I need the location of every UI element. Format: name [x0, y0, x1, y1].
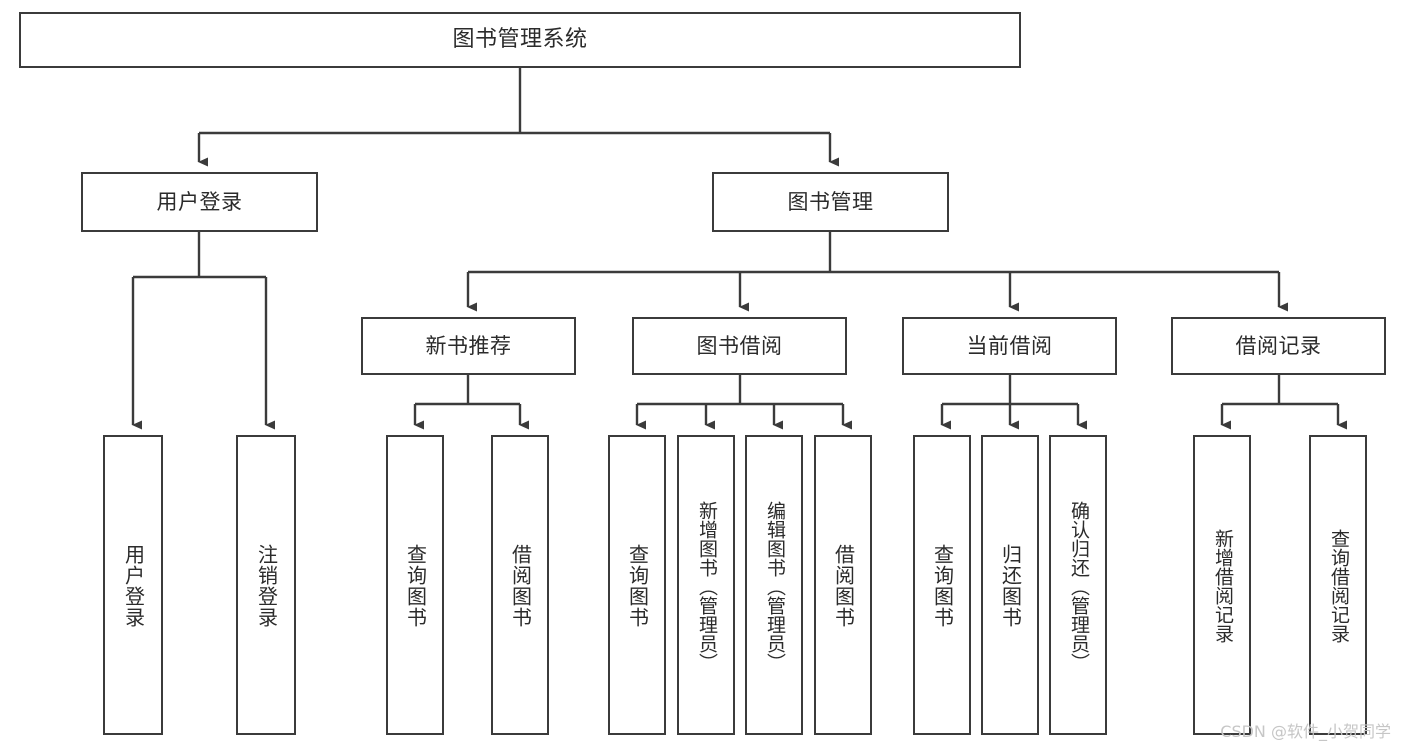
node-leaf-bb-borrow-book[interactable]: 借阅图书 — [814, 435, 872, 735]
node-label: 图书管理系统 — [452, 27, 588, 53]
node-user-login[interactable]: 用户登录 — [81, 172, 318, 232]
node-label: 新增图书（管理员） — [695, 500, 718, 672]
node-current-borrow[interactable]: 当前借阅 — [902, 317, 1117, 375]
node-label: 查询图书 — [625, 544, 650, 628]
node-label: 注销登录 — [254, 544, 279, 628]
node-label: 查询借阅记录 — [1327, 529, 1350, 643]
node-label: 借阅图书 — [831, 544, 856, 628]
node-label: 图书管理 — [787, 189, 874, 214]
node-label: 当前借阅 — [966, 333, 1053, 358]
node-label: 查询图书 — [930, 544, 955, 628]
node-label: 用户登录 — [121, 544, 146, 628]
node-leaf-bb-add-book[interactable]: 新增图书（管理员） — [677, 435, 735, 735]
node-leaf-logout[interactable]: 注销登录 — [236, 435, 296, 735]
node-book-manage[interactable]: 图书管理 — [712, 172, 949, 232]
node-leaf-bb-query-book[interactable]: 查询图书 — [608, 435, 666, 735]
node-label: 新书推荐 — [425, 333, 512, 358]
node-label: 借阅记录 — [1235, 333, 1322, 358]
node-leaf-cb-query-book[interactable]: 查询图书 — [913, 435, 971, 735]
node-leaf-user-login[interactable]: 用户登录 — [103, 435, 163, 735]
node-label: 借阅图书 — [508, 544, 533, 628]
node-borrow-record[interactable]: 借阅记录 — [1171, 317, 1386, 375]
node-leaf-nb-borrow-book[interactable]: 借阅图书 — [491, 435, 549, 735]
node-leaf-cb-confirm-return[interactable]: 确认归还（管理员） — [1049, 435, 1107, 735]
node-label: 图书借阅 — [696, 333, 783, 358]
node-new-book-recommend[interactable]: 新书推荐 — [361, 317, 576, 375]
csdn-watermark: CSDN @软件_小贺同学 — [1220, 722, 1391, 741]
node-label: 新增借阅记录 — [1211, 529, 1234, 643]
node-book-borrow[interactable]: 图书借阅 — [632, 317, 847, 375]
node-label: 查询图书 — [403, 544, 428, 628]
node-label: 编辑图书（管理员） — [763, 500, 786, 672]
node-leaf-bb-edit-book[interactable]: 编辑图书（管理员） — [745, 435, 803, 735]
node-label: 归还图书 — [998, 544, 1023, 628]
node-leaf-br-query-record[interactable]: 查询借阅记录 — [1309, 435, 1367, 735]
node-root-system[interactable]: 图书管理系统 — [19, 12, 1021, 68]
node-label: 确认归还（管理员） — [1067, 500, 1090, 672]
node-leaf-cb-return-book[interactable]: 归还图书 — [981, 435, 1039, 735]
node-label: 用户登录 — [156, 189, 243, 214]
node-leaf-nb-query-book[interactable]: 查询图书 — [386, 435, 444, 735]
node-leaf-br-add-record[interactable]: 新增借阅记录 — [1193, 435, 1251, 735]
